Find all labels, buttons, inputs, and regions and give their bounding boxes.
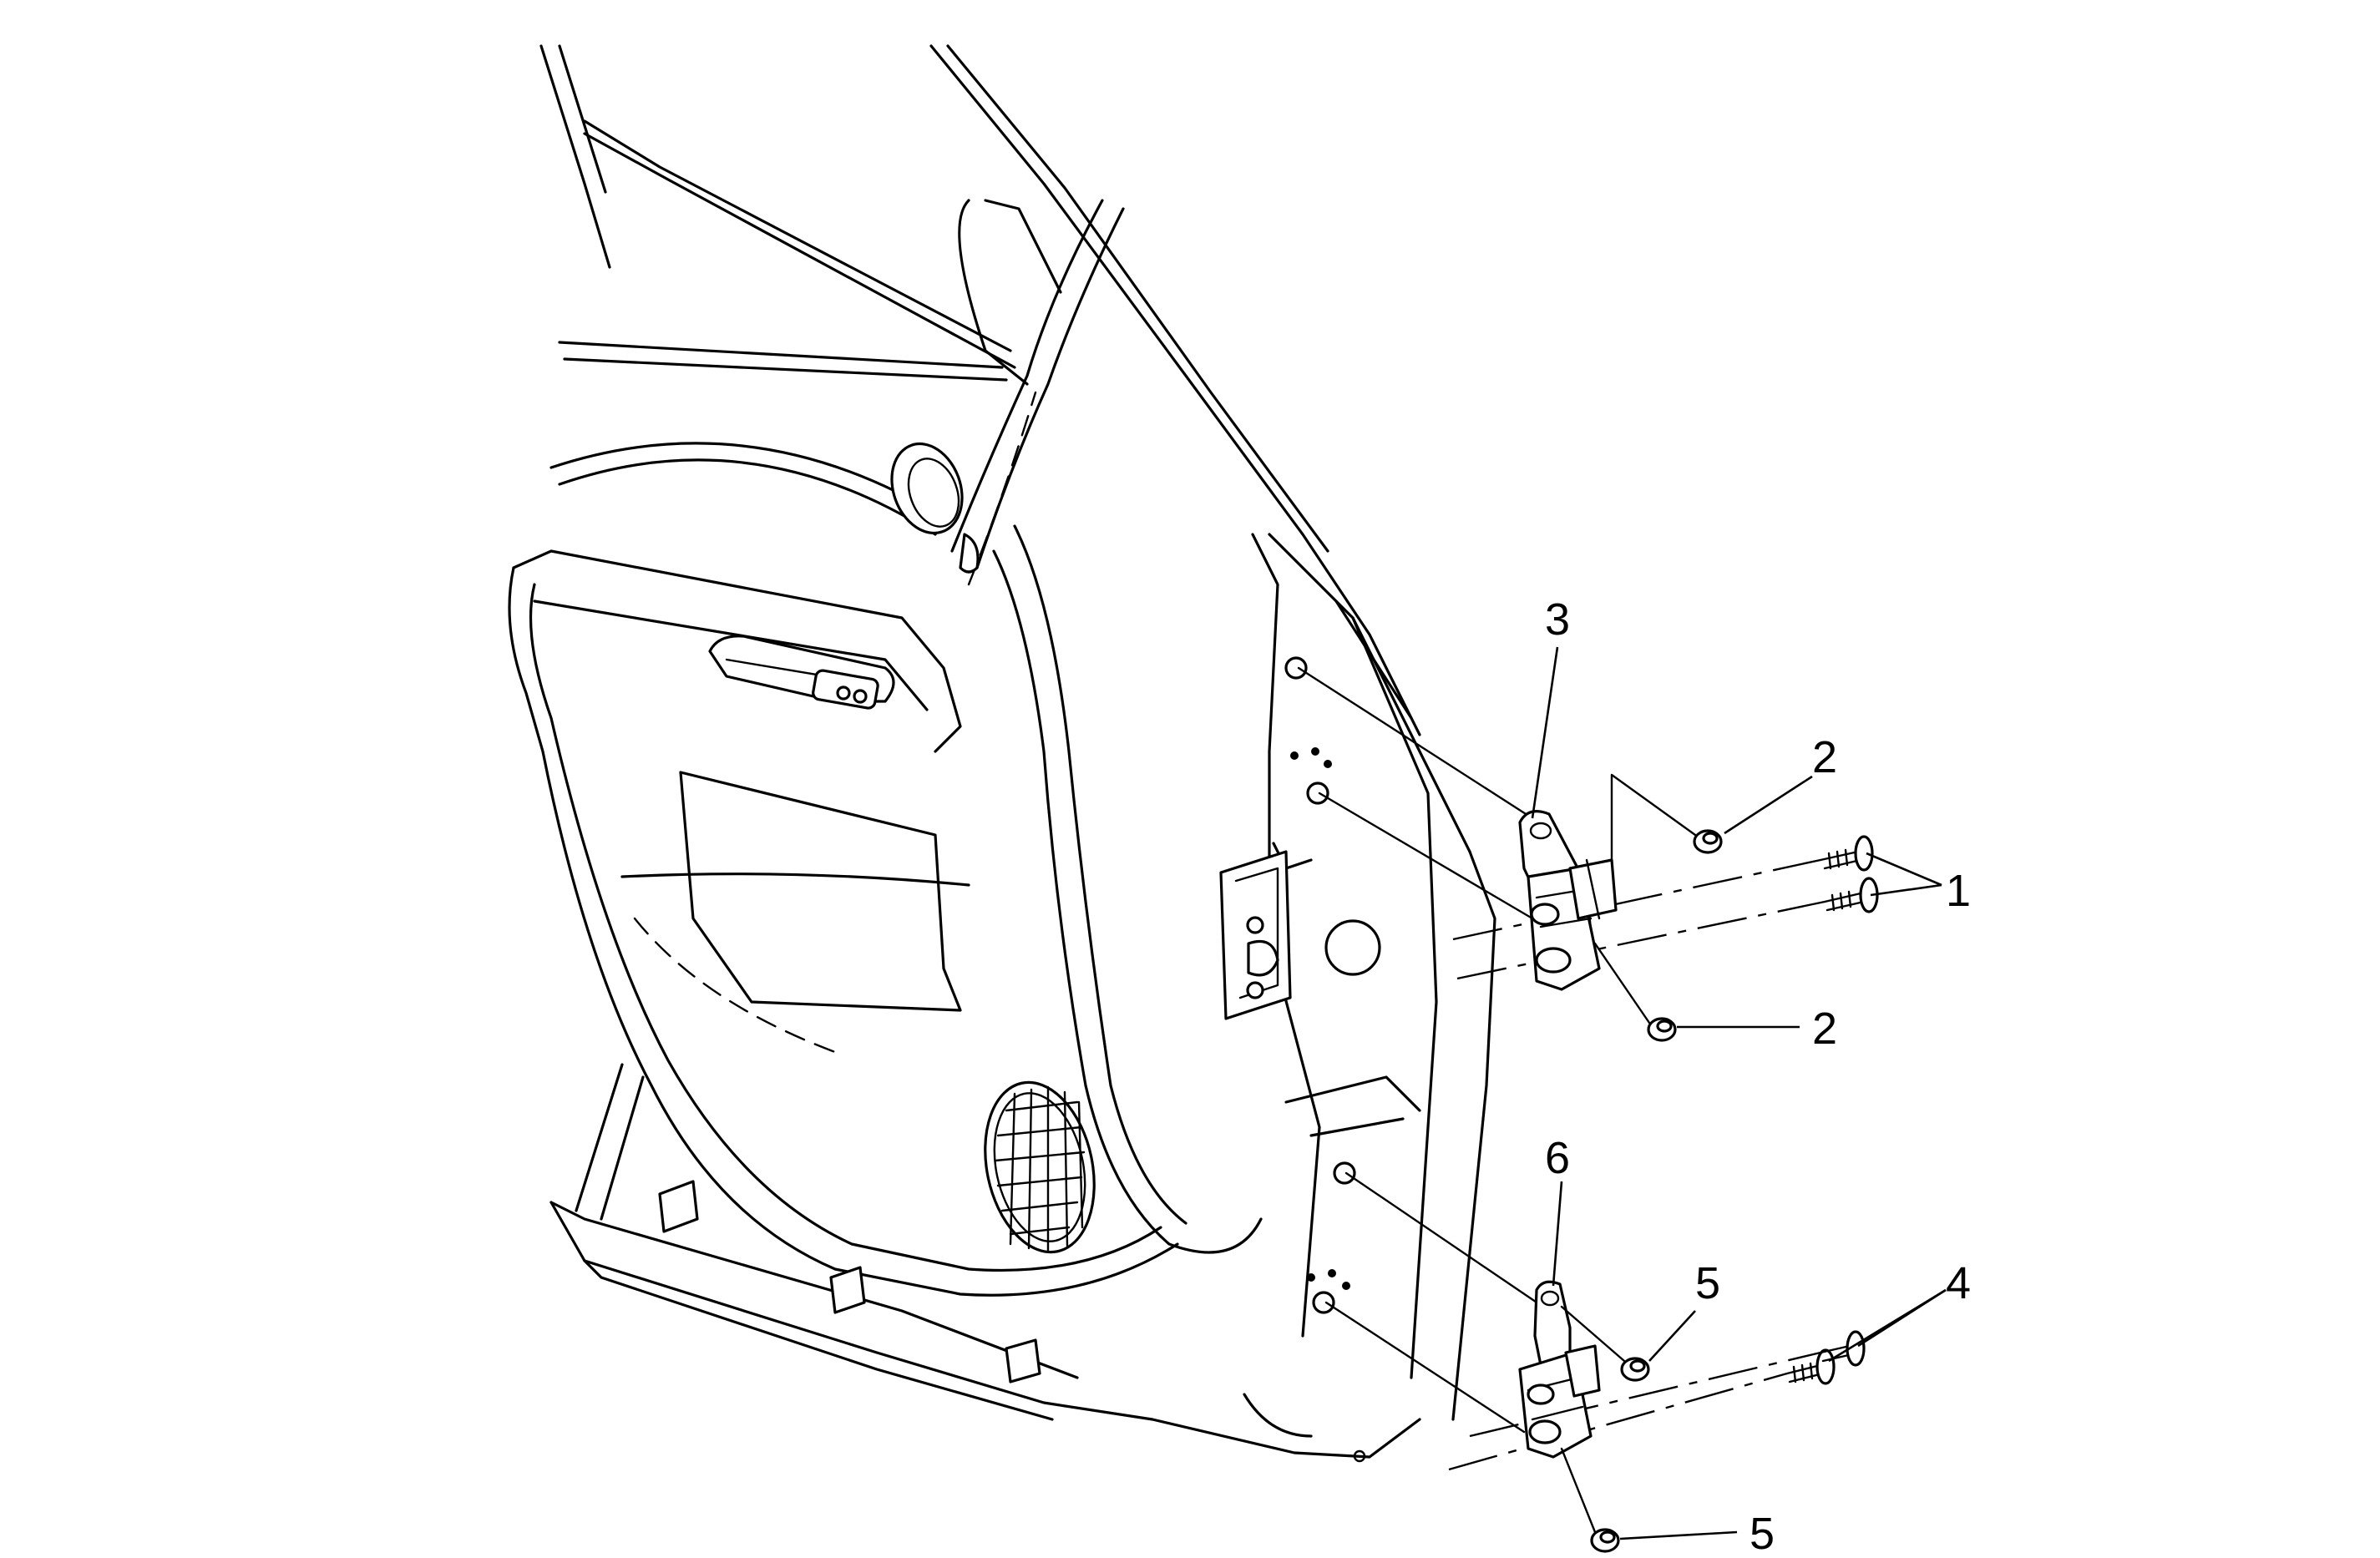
lock-striker xyxy=(1219,850,1292,1020)
bolt-upper-a xyxy=(1819,835,1874,872)
nut-lower-b xyxy=(1590,1528,1620,1553)
callout-5-upper: 5 xyxy=(1695,1258,1720,1308)
alignment-lines xyxy=(1297,666,1826,1471)
upper-hinge xyxy=(1518,810,1618,991)
lower-hinge xyxy=(1518,1280,1601,1459)
nut-upper-a xyxy=(1693,829,1723,854)
grille-pattern xyxy=(994,1085,1086,1252)
callout-1: 1 xyxy=(1946,866,1971,916)
callout-labels: 3 2 1 2 6 5 4 5 xyxy=(1545,594,1971,1558)
callout-2-lower: 2 xyxy=(1812,1004,1837,1054)
callout-4: 4 xyxy=(1946,1258,1971,1308)
callout-2-upper: 2 xyxy=(1812,732,1837,782)
fasteners xyxy=(1560,773,1879,1553)
callout-6: 6 xyxy=(1545,1133,1570,1183)
nut-lower-a xyxy=(1620,1357,1650,1382)
door-shell xyxy=(508,44,1421,1463)
callout-3: 3 xyxy=(1545,594,1570,645)
nut-upper-b xyxy=(1647,1017,1677,1042)
hinge-face xyxy=(1219,533,1496,1421)
bolt-lower-b xyxy=(1819,1330,1866,1367)
bolt-lower-a xyxy=(1785,1348,1836,1385)
callout-leaders xyxy=(1531,646,1947,1540)
callout-5-lower: 5 xyxy=(1750,1509,1775,1558)
bolt-upper-b xyxy=(1823,877,1879,913)
